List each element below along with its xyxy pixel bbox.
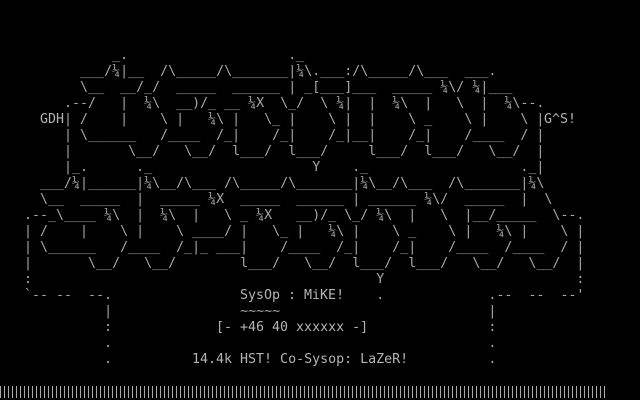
art-line: : Y :	[0, 272, 585, 287]
art-line: |_. ._ Y ._ ._|	[0, 160, 545, 175]
modem-cosysop-info: 14.4k HST! Co-Sysop: LaZeR!	[192, 352, 409, 367]
art-line: `-- -- --. . .-- -- --'	[0, 288, 585, 303]
art-line: .--/ | ¼\ __)/_ __ ¼X \_/ \ ¼| | ¼\ | \ …	[0, 96, 545, 111]
art-line: .--_\____ ¼\ | ¼\ | \ _ ¼X __)/_ \_/ ¼\ …	[0, 208, 585, 223]
artist-tag-left: GDH	[40, 112, 65, 127]
art-line: . .	[0, 352, 497, 367]
art-line: \__ __/_/ _____ ______ | _[___]___ _____…	[0, 80, 513, 95]
art-line: | \______ /____ /_| /_| /_|__| /_| /____…	[0, 128, 545, 143]
sysop-line: SysOp : MiKE!	[240, 288, 345, 303]
art-line: | \______ /____ /_|_ ___| /____ /_| /_| …	[0, 240, 585, 255]
art-line: | ~~~~~ |	[0, 304, 497, 319]
art-line: _. ._	[0, 48, 305, 63]
phone-number: [- +46 40 xxxxxx -]	[216, 320, 369, 335]
art-line: | / | \ | ¼\ | \_ | \ | | \ _ \ | \ |	[0, 112, 545, 127]
art-line: | \__/ \__/ l___/ \__/ l___/ l___/ \__/ …	[0, 256, 585, 271]
art-line: \__ _____ | _____ ¼X _____ ______ | ____…	[0, 192, 553, 207]
art-line: | / | \ | \ ____/ | \_ | ¼\ | \ _ \ | ¼\…	[0, 224, 585, 239]
art-line: : :	[0, 320, 497, 335]
art-line: ___/¼|______|¼\__/\___ /\_____/\_______|…	[0, 176, 545, 191]
artist-tag-right: G^S!	[544, 112, 577, 127]
bottom-status-bar	[0, 386, 608, 398]
art-line: | \__/ \__/ l___/ l___/ l___/ l___/ \__/…	[0, 144, 545, 159]
art-line: ___/¼|__ /\_____/\_______|¼\.___:/\_____…	[0, 64, 497, 79]
art-line: . .	[0, 336, 497, 351]
